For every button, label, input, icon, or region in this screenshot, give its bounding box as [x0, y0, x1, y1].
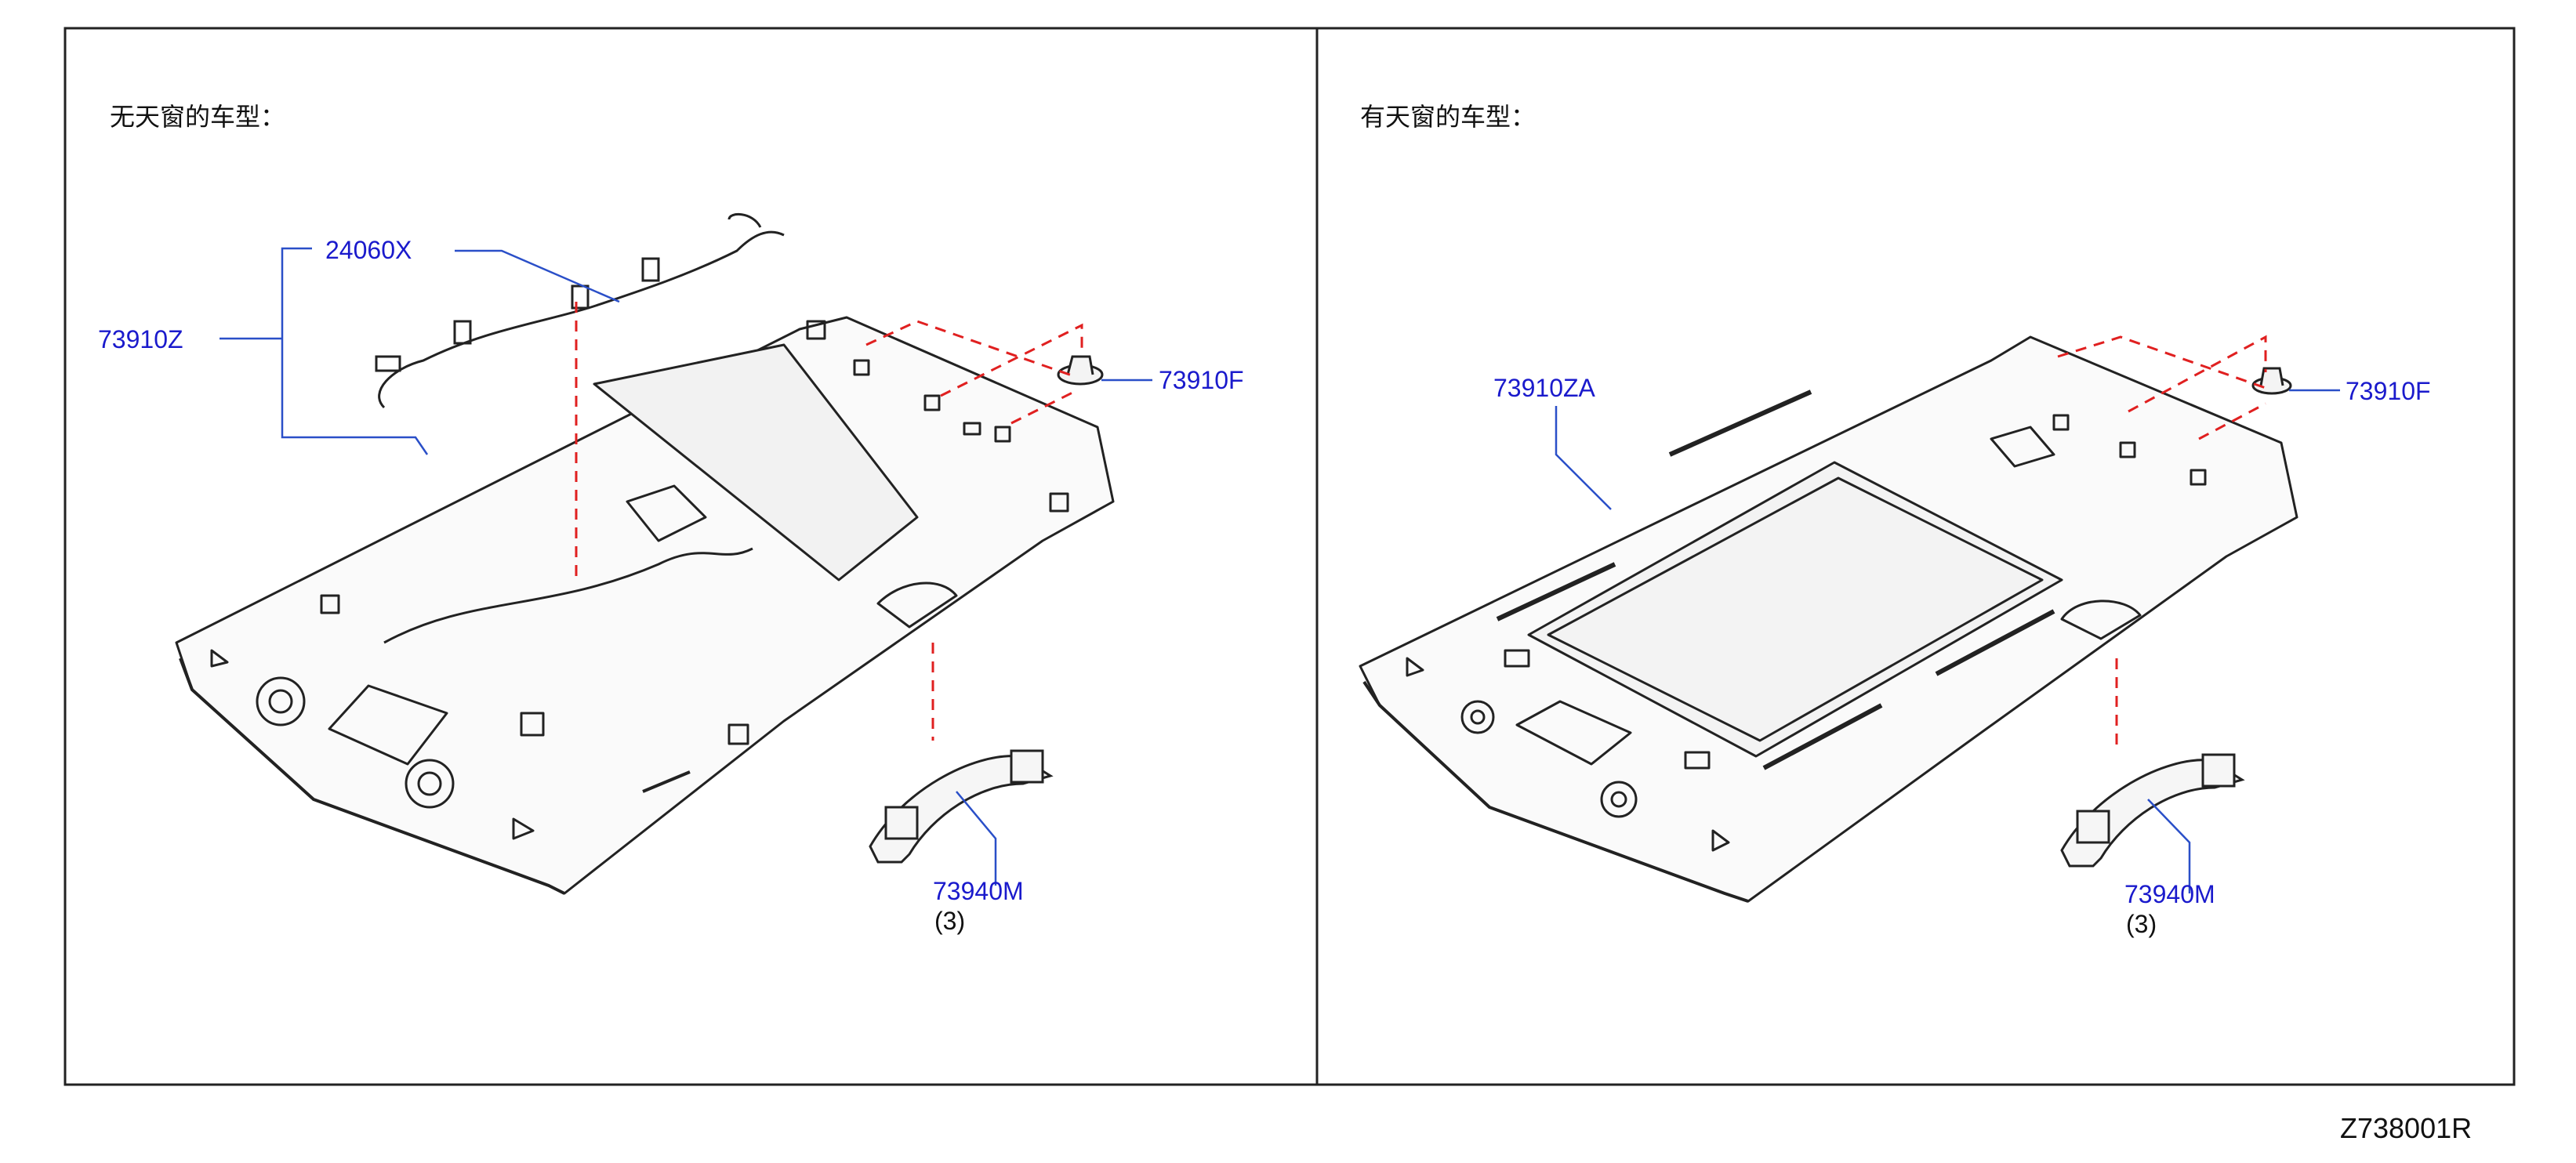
- part-number-73940M-left[interactable]: 73940M: [933, 877, 1024, 905]
- part-number-73910F-right[interactable]: 73910F: [2346, 377, 2431, 405]
- grip-73940M-right: [2060, 753, 2245, 868]
- leader-lines-right: [1555, 389, 2340, 893]
- headlining-no-sunroof: [175, 316, 1115, 895]
- part-number-73910ZA[interactable]: 73910ZA: [1493, 374, 1596, 402]
- left-panel: 无天窗的车型：: [98, 102, 1244, 935]
- harness-24060X: [375, 212, 785, 409]
- part-number-73910Z[interactable]: 73910Z: [98, 325, 183, 353]
- part-number-24060X[interactable]: 24060X: [325, 236, 412, 264]
- right-panel: 有天窗的车型：: [1359, 102, 2431, 938]
- clip-73910F-left: [1057, 355, 1104, 386]
- clip-73910F-right: [2251, 367, 2292, 395]
- headlining-with-sunroof: [1359, 335, 2298, 903]
- dashed-lines-left: [575, 302, 1083, 741]
- diagram-border: [63, 27, 2516, 1086]
- left-caption: 无天窗的车型：: [110, 102, 285, 132]
- part-number-73940M-right[interactable]: 73940M: [2124, 880, 2215, 908]
- quantity-73940M-left: (3): [934, 907, 965, 935]
- quantity-73940M-right: (3): [2126, 910, 2157, 938]
- leader-lines-left: [220, 247, 1152, 886]
- part-number-73910F-left[interactable]: 73910F: [1159, 366, 1244, 394]
- dashed-lines-right: [2057, 335, 2267, 748]
- grip-73940M-left: [869, 749, 1054, 864]
- diagram-code: Z738001R: [2340, 1112, 2472, 1144]
- right-caption: 有天窗的车型：: [1360, 102, 1536, 132]
